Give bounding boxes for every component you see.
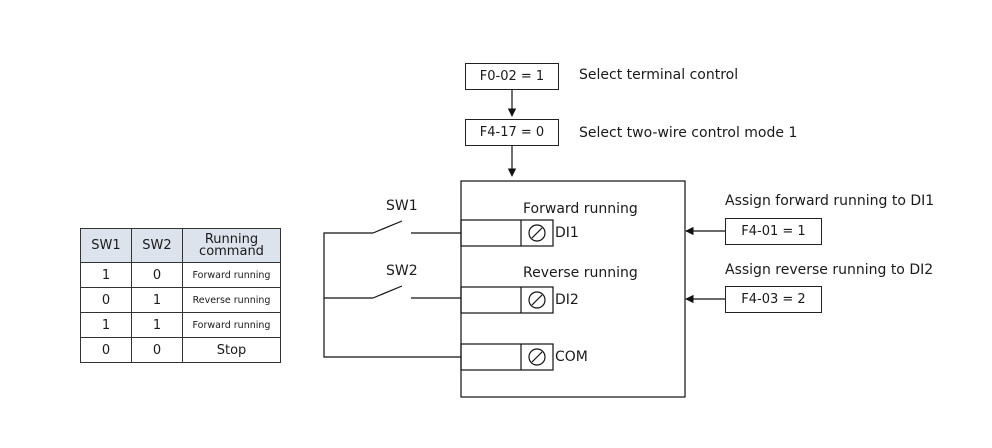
di2-function-label: Reverse running xyxy=(523,265,638,281)
param-box-f4-03: F4-03 = 2 xyxy=(725,286,822,313)
table-row: 0 0 Stop xyxy=(80,337,281,363)
table-row: 0 1 Reverse running xyxy=(80,287,281,313)
table-cell: 1 xyxy=(131,287,183,313)
param-box-f0-02: F0-02 = 1 xyxy=(465,63,559,90)
sw2-contact xyxy=(372,285,403,299)
table-cell: 1 xyxy=(131,312,183,338)
table-cell: 1 xyxy=(80,262,132,288)
switch-label-sw2: SW2 xyxy=(386,263,418,279)
terminal-block-di2 xyxy=(460,286,554,314)
table-header-sw2: SW2 xyxy=(131,228,183,263)
table-cell: 1 xyxy=(80,312,132,338)
screw-icon-di1 xyxy=(528,224,546,242)
table-header-running-command: Running command xyxy=(182,228,281,263)
screw-icon-di2 xyxy=(528,291,546,309)
table-cell: Stop xyxy=(182,337,281,363)
terminal-label-di1: DI1 xyxy=(555,225,579,241)
param-desc-f4-17: Select two-wire control mode 1 xyxy=(579,125,798,141)
terminal-label-com: COM xyxy=(555,349,588,365)
param-desc-f4-03: Assign reverse running to DI2 xyxy=(725,262,934,278)
param-desc-f0-02: Select terminal control xyxy=(579,67,739,83)
param-box-f4-01: F4-01 = 1 xyxy=(725,218,822,245)
table-cell: 0 xyxy=(80,337,132,363)
table-cell: 0 xyxy=(131,337,183,363)
table-cell: Forward running xyxy=(182,312,281,338)
table-header-sw1: SW1 xyxy=(80,228,132,263)
param-desc-f4-01: Assign forward running to DI1 xyxy=(725,193,935,209)
terminal-block-com xyxy=(460,343,554,371)
terminal-label-di2: DI2 xyxy=(555,292,579,308)
table-header-row: SW1 SW2 Running command xyxy=(80,228,281,263)
table-cell: Reverse running xyxy=(182,287,281,313)
di1-function-label: Forward running xyxy=(523,201,638,217)
running-command-table: SW1 SW2 Running command 1 0 Forward runn… xyxy=(80,228,281,363)
sw1-contact xyxy=(372,220,403,234)
table-row: 1 1 Forward running xyxy=(80,312,281,338)
switch-label-sw1: SW1 xyxy=(386,198,418,214)
screw-icon-com xyxy=(528,348,546,366)
table-cell: Forward running xyxy=(182,262,281,288)
param-box-f4-17: F4-17 = 0 xyxy=(465,119,559,146)
common-wire xyxy=(323,232,461,358)
terminal-block-di1 xyxy=(460,219,554,247)
table-row: 1 0 Forward running xyxy=(80,262,281,288)
table-cell: 0 xyxy=(131,262,183,288)
table-cell: 0 xyxy=(80,287,132,313)
